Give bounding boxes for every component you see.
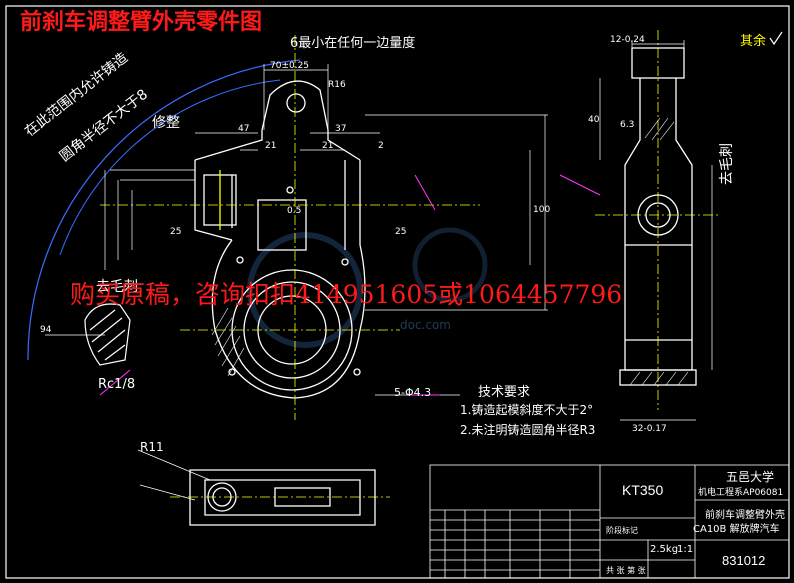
dim-r16: R16 [328, 80, 346, 90]
roughness-25-b: 25 [395, 227, 407, 237]
dim-37: 37 [335, 124, 347, 134]
deburr-label-right: 去毛刺 [719, 143, 735, 185]
tech-req-heading: 技术要求 [478, 385, 531, 400]
tech-req-item2: 2.未注明铸造圆角半径R3 [460, 423, 596, 437]
roughness-25-a: 25 [170, 227, 182, 237]
dim-32: 32-0.17 [632, 424, 667, 434]
rc-label: Rc1/8 [98, 377, 136, 392]
tb-part-code: KT350 [622, 482, 664, 498]
tb-sheet-label: 共 张 第 张 [606, 566, 646, 575]
drawing-title: 前刹车调整臂外壳零件图 [20, 10, 263, 35]
purchase-note: 购买原稿，咨询扣扣414951605或1064457796 [70, 280, 623, 309]
deburr-label-left: 去毛刺 [96, 279, 138, 295]
dim-21-a: 21 [265, 141, 277, 151]
dim-2: 2 [378, 141, 384, 151]
tb-part-name: 前刹车调整臂外壳 [705, 510, 785, 521]
holes-label: 5-Φ4.3 [394, 386, 432, 399]
dim-94: 94 [40, 325, 52, 335]
tb-stage-label: 阶段标记 [606, 526, 638, 535]
watermark-text: doc.com [400, 318, 451, 332]
tb-scale: 1:1 [677, 544, 694, 555]
top-dim-note: 6最小在任何一边量度 [290, 36, 416, 51]
tb-school: 五邑大学 [726, 470, 775, 484]
roughness-6-3: 6.3 [620, 120, 635, 130]
dim-21-b: 21 [322, 141, 334, 151]
dim-70: 70±0.25 [270, 61, 310, 71]
rest-label: 其余 [740, 34, 767, 49]
tb-weight: 2.5kg [650, 544, 679, 555]
r11-label: R11 [140, 440, 164, 454]
dim-12: 12-0.24 [610, 35, 645, 45]
tb-drawing-no: 831012 [722, 553, 766, 568]
tb-class: 机电工程系AP06081 [698, 488, 784, 498]
dim-47: 47 [238, 124, 250, 134]
dim-0-5: 0.5 [287, 206, 302, 216]
tech-req-item1: 1.铸造起模斜度不大于2° [460, 403, 594, 417]
tb-vehicle: CA10B 解放牌汽车 [693, 524, 780, 535]
dim-100: 100 [533, 205, 551, 215]
trim-label: 修整 [152, 115, 180, 131]
dim-40: 40 [588, 115, 600, 125]
